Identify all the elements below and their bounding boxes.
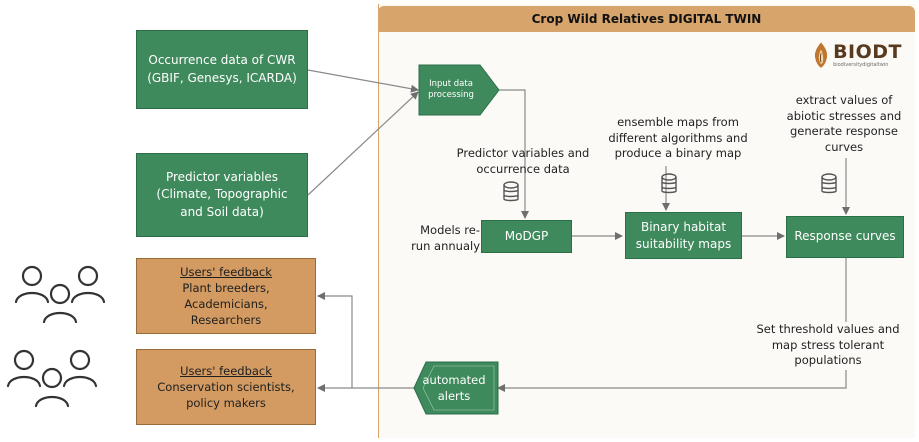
- users-icon: [14, 265, 106, 324]
- logo-text: BIODT: [833, 40, 902, 63]
- threshold-label: Set threshold values and map stress tole…: [748, 322, 908, 369]
- ensemble-line-3: produce a binary map: [614, 146, 742, 161]
- models-line-1: Models re-: [420, 223, 480, 237]
- feedback-breeders-box: Users' feedback Plant breeders, Academic…: [136, 258, 316, 334]
- feedback-breeders-title: Users' feedback: [180, 264, 272, 279]
- input-processing-shape: [418, 64, 500, 116]
- feedback-conservation-title: Users' feedback: [180, 363, 272, 378]
- response-curves-box: Response curves: [786, 216, 904, 258]
- input-processing-label: Input data processing: [420, 66, 482, 114]
- models-line-2: run annualy: [411, 238, 480, 253]
- panel-title: Crop Wild Relatives DIGITAL TWIN: [378, 6, 915, 32]
- threshold-line-2: map stress tolerant: [771, 337, 885, 352]
- predictor-line-1: Predictor variables: [165, 169, 279, 184]
- threshold-line-3: populations: [794, 353, 862, 368]
- input-processing-line-1: Input data: [429, 78, 473, 89]
- database-icon: [503, 181, 519, 202]
- models-rerun-label: Models re- run annualy: [390, 223, 480, 254]
- predictor-line-2: (Climate, Topographic: [156, 187, 288, 202]
- extract-line-1: extract values of: [795, 93, 893, 107]
- automated-alerts-label: automated alerts: [422, 364, 486, 412]
- ensemble-line-2: different algorithms and: [608, 130, 748, 145]
- alerts-line-1: automated: [422, 372, 486, 387]
- predictor-line-3: and Soil data): [180, 204, 264, 219]
- biodt-logo: BIODT biodiversitydigitaltwin: [812, 38, 902, 72]
- predictor-occurrence-line-1: Predictor variables and: [456, 146, 590, 160]
- binary-line-2: suitability maps: [635, 236, 732, 251]
- users-icon: [6, 349, 98, 408]
- logo-subtext: biodiversitydigitaltwin: [833, 61, 889, 68]
- ensemble-line-1: ensemble maps from: [617, 115, 739, 129]
- occurrence-line-1: Occurrence data of CWR: [148, 53, 296, 68]
- feedback-breeders-line-1: Plant breeders,: [182, 280, 270, 295]
- database-icon: [821, 173, 837, 194]
- database-icon: [661, 173, 677, 194]
- feedback-conservation-line-1: Conservation scientists,: [157, 379, 295, 394]
- alerts-shape: [413, 361, 499, 415]
- occurrence-data-box: Occurrence data of CWR (GBIF, Genesys, I…: [136, 30, 308, 109]
- feedback-breeders-line-3: Researchers: [190, 313, 262, 328]
- binary-line-1: Binary habitat: [640, 220, 727, 235]
- feedback-breeders-line-2: Academicians,: [184, 297, 268, 311]
- feedback-conservation-box: Users' feedback Conservation scientists,…: [136, 349, 316, 425]
- extract-line-2: abiotic stresses and: [786, 108, 902, 123]
- feedback-conservation-line-2: policy makers: [186, 396, 266, 411]
- extract-label: extract values of abiotic stresses and g…: [772, 93, 916, 155]
- modgp-box: MoDGP: [481, 220, 572, 253]
- logo-flame-icon: [814, 42, 828, 68]
- occurrence-line-2: (GBIF, Genesys, ICARDA): [147, 70, 297, 85]
- threshold-line-1: Set threshold values and: [756, 322, 900, 336]
- predictor-variables-box: Predictor variables (Climate, Topographi…: [136, 153, 308, 237]
- extract-line-4: curves: [824, 139, 864, 154]
- predictor-occurrence-line-2: occurrence data: [476, 161, 570, 176]
- extract-line-3: generate response: [790, 124, 898, 139]
- ensemble-label: ensemble maps from different algorithms …: [598, 115, 758, 162]
- alerts-line-2: alerts: [437, 389, 471, 403]
- binary-maps-box: Binary habitat suitability maps: [625, 212, 742, 259]
- input-processing-line-2: processing: [428, 90, 474, 100]
- predictor-occurrence-label: Predictor variables and occurrence data: [448, 146, 598, 177]
